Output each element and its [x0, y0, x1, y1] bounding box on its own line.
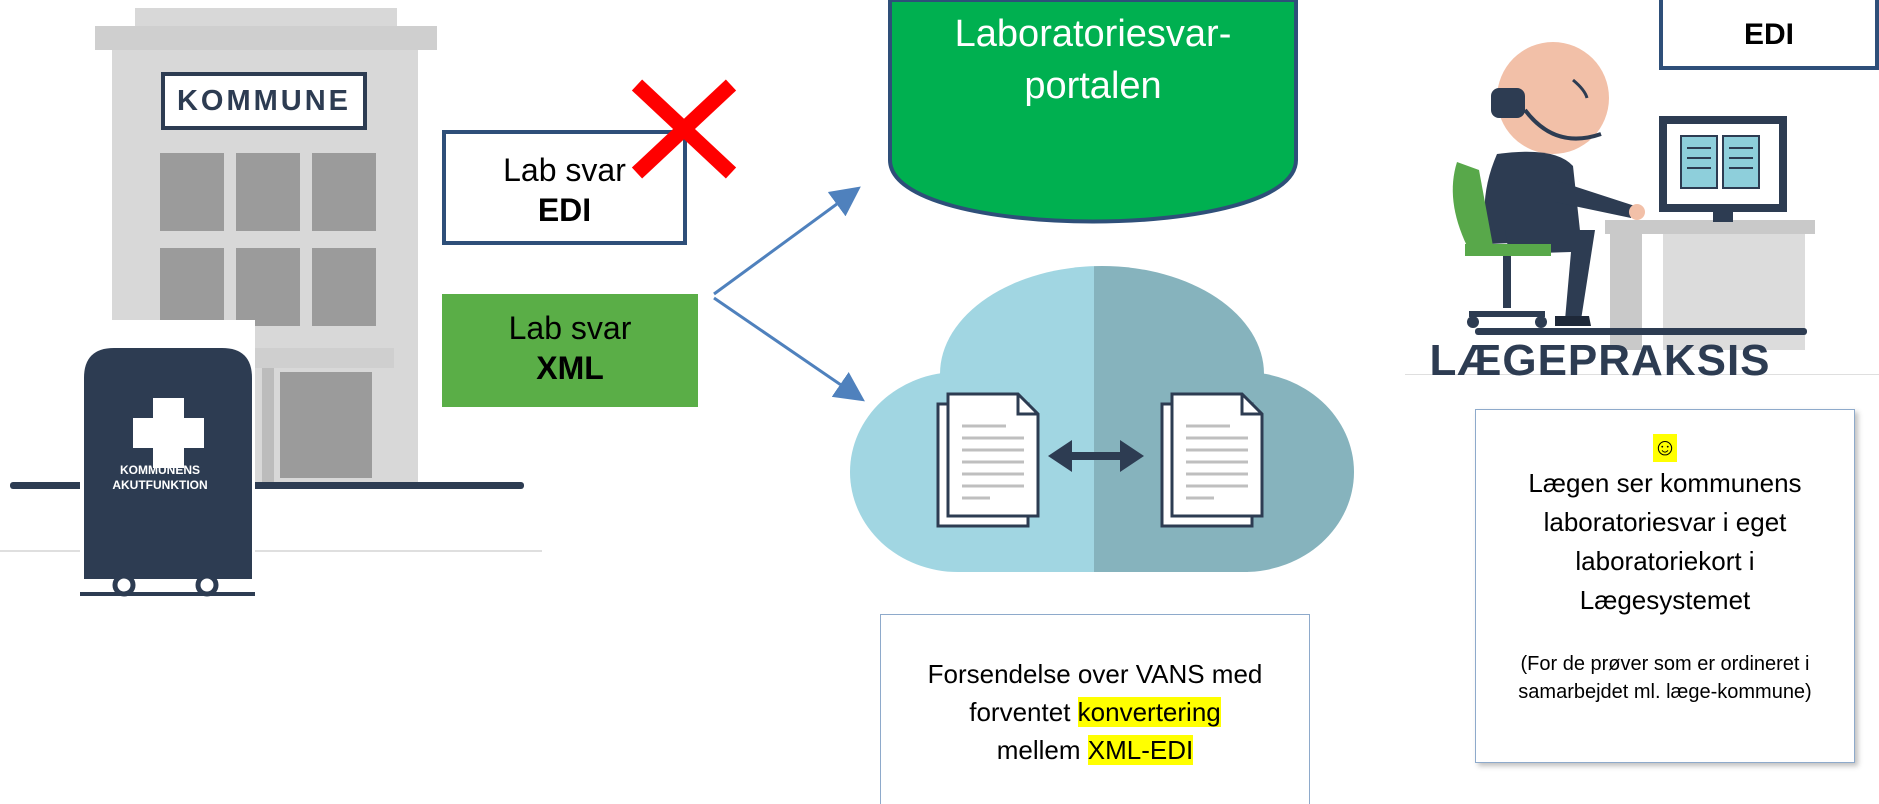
- vans-cloud-illustration: [850, 266, 1354, 572]
- document-icon-left: [936, 392, 1040, 528]
- info-note-text: (For de prøver som er ordineret i samarb…: [1518, 653, 1812, 703]
- kommune-sign: KOMMUNE: [161, 72, 367, 130]
- lab-svar-xml-box: Lab svar XML: [442, 294, 698, 407]
- building-door: [280, 372, 372, 478]
- headset-icon: [1491, 88, 1525, 118]
- caption-line3-text: mellem: [996, 735, 1088, 765]
- desk-top: [1605, 220, 1815, 234]
- lab-xml-line2: XML: [536, 350, 604, 386]
- portal-label: Laboratoriesvar- portalen: [888, 8, 1298, 112]
- info-main-text: Lægen ser kommunens laboratoriesvar i eg…: [1528, 468, 1802, 615]
- ambulance-wheel-right: [195, 573, 219, 597]
- vans-caption-box: Forsendelse over VANS med forventet konv…: [880, 614, 1310, 804]
- doctor-body: [1484, 151, 1581, 244]
- flow-arrows: [713, 186, 865, 402]
- portal-line2: portalen: [1024, 65, 1162, 107]
- doctor-at-computer-illustration: [1405, 42, 1879, 375]
- akutfunktion-label: KOMMUNENS AKUTFUNKTION: [112, 463, 208, 492]
- document-icon-right: [1160, 392, 1264, 528]
- chair-icon: [1452, 162, 1493, 246]
- floor-line: [1475, 328, 1807, 335]
- doctor-head: [1497, 42, 1609, 154]
- lab-svar-edi-box: Lab svar EDI: [442, 130, 687, 245]
- screen-documents-icon: [1680, 135, 1760, 189]
- arrow-to-portal: [713, 186, 861, 296]
- lab-edi-line1: Lab svar: [503, 152, 626, 188]
- caption-line2-text: forventet: [969, 697, 1078, 727]
- highlight-xml-edi: XML-EDI: [1087, 735, 1194, 765]
- rejected-cross-icon: [631, 79, 737, 179]
- double-arrow-icon: [1048, 440, 1144, 472]
- laegepraksis-title: LÆGEPRAKSIS: [1429, 336, 1771, 385]
- caption-line2: forventet konvertering: [881, 693, 1309, 731]
- building-roof-top: [135, 8, 397, 28]
- smiley-icon: ☺: [1652, 434, 1678, 462]
- kommune-building-illustration: [0, 8, 542, 600]
- edi-tag-box: EDI: [1659, 0, 1879, 70]
- building-roof: [95, 26, 437, 50]
- lab-xml-line1: Lab svar: [508, 310, 632, 346]
- medical-cross-icon: [133, 398, 204, 468]
- highlight-konvertering: konvertering: [1077, 697, 1221, 727]
- caption-line1: Forsendelse over VANS med: [927, 659, 1263, 689]
- caption-line3: mellem XML-EDI: [881, 731, 1309, 769]
- lab-edi-line2: EDI: [537, 192, 592, 228]
- portal-line1: Laboratoriesvar-: [954, 13, 1232, 55]
- ambulance-wheel-left: [112, 573, 136, 597]
- laegepraksis-info-box: ☺ Lægen ser kommunens laboratoriesvar i …: [1475, 409, 1855, 763]
- building-windows: [160, 153, 376, 326]
- arrow-to-cloud: [713, 296, 865, 402]
- laboratoriesvar-portal-shape: [888, 0, 1298, 224]
